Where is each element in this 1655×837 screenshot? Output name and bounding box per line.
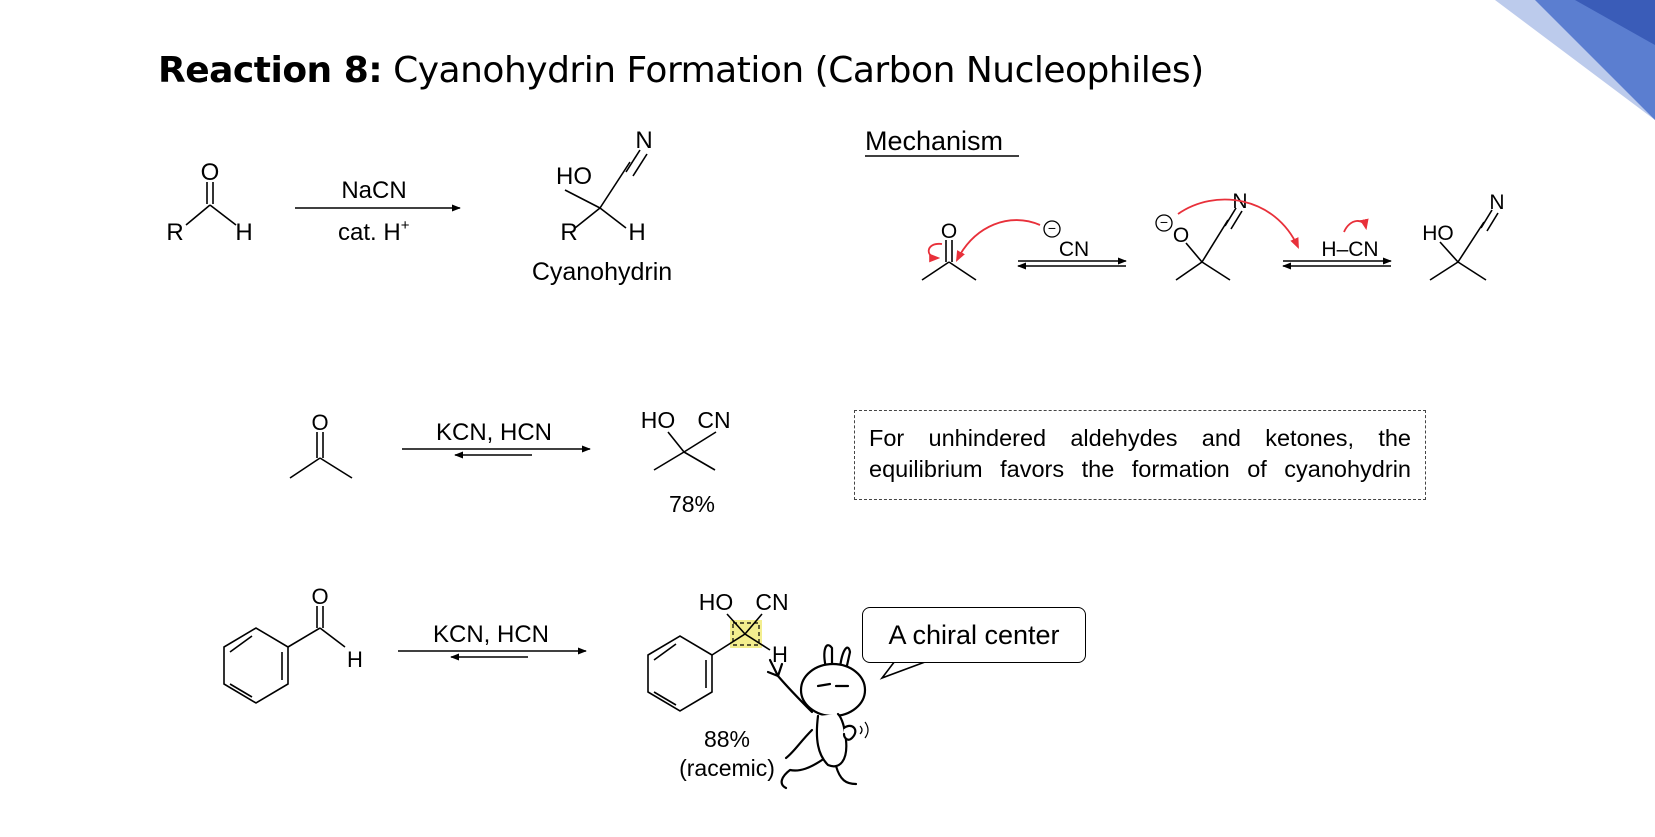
cyanohydrin-structure — [564, 149, 648, 229]
ex2-benzaldehyde-structure — [223, 606, 346, 704]
callout-tail — [879, 660, 926, 680]
corner-mid-shape — [1535, 0, 1655, 120]
ex2-h: H — [347, 647, 363, 672]
chiral-center-callout: A chiral center — [862, 607, 1086, 663]
cyanohydrin-ho: HO — [556, 163, 592, 190]
title-rest: Cyanohydrin Formation (Carbon Nucleophil… — [382, 50, 1204, 91]
note-line-2: equilibrium favors the formation of cyan… — [869, 456, 1411, 482]
mech-o-charge-sign: − — [1160, 214, 1168, 230]
mech-ho: HO — [1422, 222, 1454, 245]
aldehyde-h: H — [235, 219, 252, 246]
mech-cyanohydrin-structure — [1429, 209, 1499, 281]
ex1-o: O — [311, 410, 328, 435]
mech-o-charge — [1155, 214, 1173, 232]
ex2-product-structure — [647, 613, 771, 712]
mech-o2: O — [1173, 224, 1189, 247]
corner-decoration — [1495, 0, 1655, 120]
page-title: Reaction 8: Cyanohydrin Formation (Carbo… — [158, 50, 1204, 91]
note-line-1: For unhindered aldehydes and ketones, th… — [869, 425, 1411, 451]
mech-cn-charge — [1043, 220, 1061, 238]
title-bold: Reaction 8: — [158, 50, 383, 91]
cyanohydrin-r: R — [560, 219, 577, 246]
reagent-nacn: NaCN — [341, 177, 406, 204]
mech-alkoxide-structure — [1175, 207, 1243, 281]
ex1-yield: 78% — [669, 491, 715, 517]
mascot-motion-lines — [859, 721, 869, 739]
mech-o1: O — [941, 220, 957, 243]
cyanohydrin-n: N — [635, 127, 652, 154]
ex2-ho: HO — [699, 589, 734, 615]
cyanohydrin-h: H — [628, 219, 645, 246]
ex2-racemic: (racemic) — [679, 755, 775, 781]
mech-cn-minus: CN — [1059, 238, 1089, 261]
mech-n3: N — [1489, 191, 1504, 214]
reagent-cat-h: cat. H+ — [338, 217, 410, 246]
mech-curved-arrow-3 — [1177, 198, 1299, 250]
ex2-yield: 88% — [704, 726, 750, 752]
aldehyde-structure — [185, 182, 237, 226]
cyanohydrin-label: Cyanohydrin — [532, 258, 672, 286]
mechanism-heading: Mechanism — [865, 126, 1003, 156]
aldehyde-r: R — [166, 219, 183, 246]
mech-cn-charge-sign: − — [1048, 220, 1056, 236]
pointing-mascot-icon — [766, 644, 867, 790]
ex1-ho: HO — [641, 407, 676, 433]
ex1-product-structure — [653, 431, 717, 471]
mech-hcn: H–CN — [1321, 238, 1378, 261]
mech-curved-arrow-2 — [955, 219, 1041, 262]
chiral-center-box — [732, 622, 760, 646]
ex1-acetone-structure — [289, 432, 353, 479]
ex1-reagent: KCN, HCN — [436, 419, 552, 446]
ex2-o: O — [311, 584, 328, 609]
corner-dark-shape — [1575, 0, 1655, 45]
ex1-cn: CN — [697, 407, 730, 433]
mech-curved-arrow-4 — [1343, 218, 1369, 233]
ex2-h2: H — [772, 642, 788, 667]
mech-curved-arrow-1 — [927, 243, 943, 263]
ex2-reagent: KCN, HCN — [433, 621, 549, 648]
ex2-cn: CN — [755, 589, 788, 615]
equilibrium-note-box: For unhindered aldehydes and ketones, th… — [854, 410, 1426, 500]
mech-acetone-structure — [921, 240, 977, 281]
aldehyde-o: O — [201, 159, 220, 186]
